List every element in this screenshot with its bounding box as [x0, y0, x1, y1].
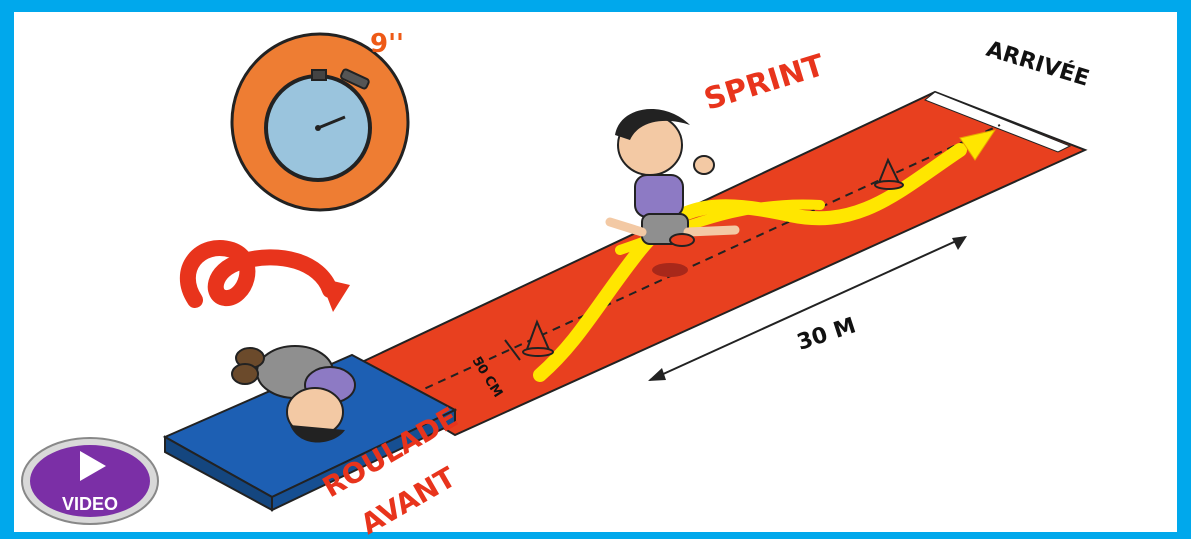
- timer-label: 9'': [370, 29, 404, 59]
- arrivee-label: ARRIVÉE: [983, 36, 1092, 92]
- video-label: VIDEO: [50, 494, 130, 515]
- video-button[interactable]: VIDEO: [20, 436, 160, 526]
- stopwatch-icon: [232, 34, 408, 210]
- distance-label: 30 M: [794, 313, 859, 355]
- roll-arrow-icon: [188, 248, 350, 312]
- runner-shadow: [652, 263, 688, 277]
- sprint-label: SPRINT: [700, 48, 829, 118]
